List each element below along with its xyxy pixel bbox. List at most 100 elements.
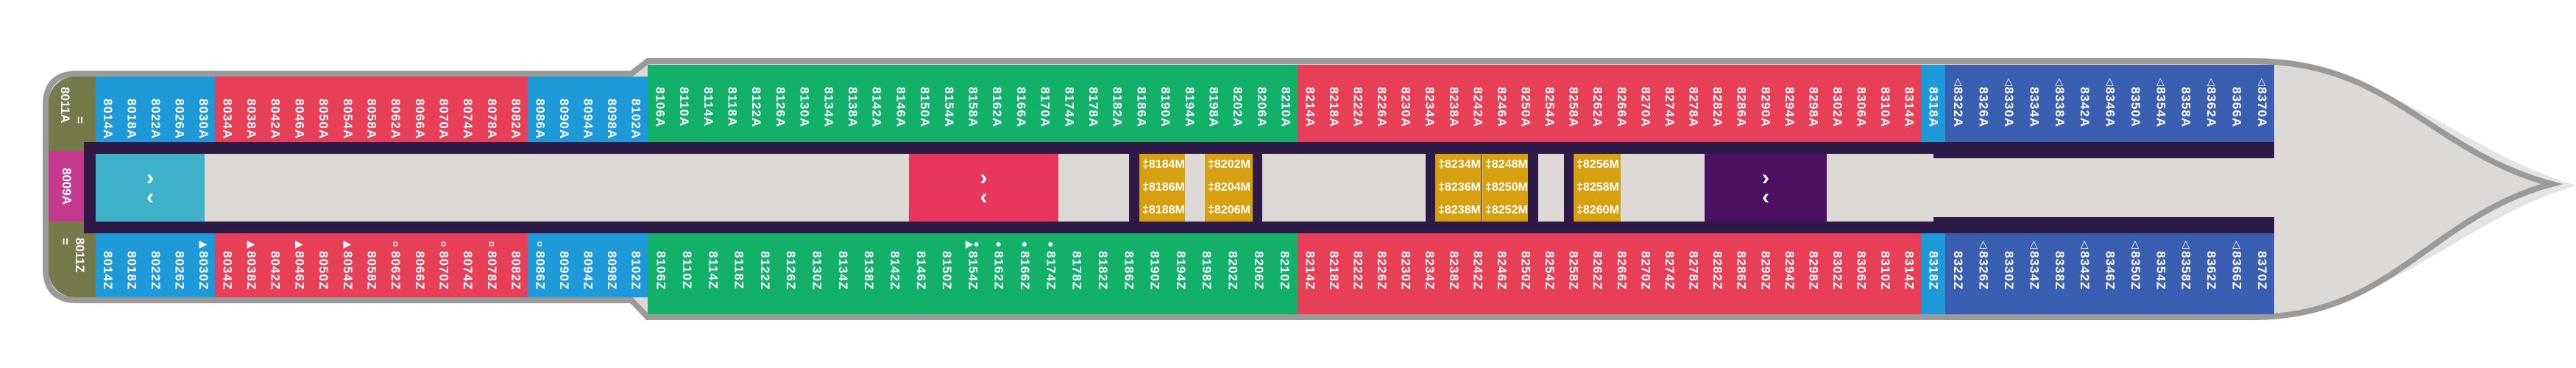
cabin-8262A[interactable]: 8262A <box>1585 65 1610 142</box>
cabin-8022A[interactable]: 8022A <box>144 77 167 142</box>
inside-cabin-block[interactable]: ‡8184M ‡8186M ‡8188M <box>1139 154 1185 222</box>
inside-cabin-block[interactable]: ‡8256M ‡8258M ‡8260M <box>1574 154 1621 222</box>
cabin-8082Z[interactable]: 8082Z <box>503 233 528 297</box>
cabin-8346Z[interactable]: 8346Z <box>2097 233 2122 314</box>
cabin-8310Z[interactable]: 8310Z <box>1873 233 1897 314</box>
cabin-8050A[interactable]: 8050A <box>311 77 336 142</box>
cabin-8114Z[interactable]: 8114Z <box>700 233 726 314</box>
cabin-8218Z[interactable]: 8218Z <box>1322 233 1346 314</box>
cabin-8242Z[interactable]: 8242Z <box>1465 233 1490 314</box>
cabin-8314A[interactable]: 8314A <box>1897 65 1921 142</box>
cabin-8226Z[interactable]: 8226Z <box>1370 233 1394 314</box>
cabin-8086A[interactable]: 8086A <box>528 77 552 142</box>
cabin-8118A[interactable]: 8118A <box>720 65 744 142</box>
cabin-8282A[interactable]: 8282A <box>1705 65 1730 142</box>
cabin-8230A[interactable]: 8230A <box>1393 65 1418 142</box>
cabin-8242A[interactable]: 8242A <box>1465 65 1490 142</box>
cabin-8082A[interactable]: 8082A <box>503 77 528 142</box>
cabin-8186Z[interactable]: 8186Z <box>1116 233 1142 314</box>
cabin-8210A[interactable]: 8210A <box>1273 65 1298 142</box>
cabin-8162A[interactable]: 8162A <box>985 65 1009 142</box>
cabin-8090A[interactable]: 8090A <box>552 77 576 142</box>
cabin-8106Z[interactable]: 8106Z <box>648 233 673 314</box>
cabin-8358A[interactable]: 8358A <box>2173 65 2198 142</box>
cabin-8102A[interactable]: 8102A <box>623 77 648 142</box>
cabin-8062A[interactable]: 8062A <box>383 77 408 142</box>
cabin-8294A[interactable]: 8294A <box>1777 65 1802 142</box>
cabin-8294Z[interactable]: 8294Z <box>1777 233 1802 314</box>
cabin-8286Z[interactable]: 8286Z <box>1729 233 1753 314</box>
cabin-8342A[interactable]: 8342A <box>2072 65 2097 142</box>
cabin-8298Z[interactable]: 8298Z <box>1801 233 1825 314</box>
cabin-8146A[interactable]: 8146A <box>888 65 913 142</box>
cabin-8058A[interactable]: 8058A <box>359 77 383 142</box>
cabin-8270A[interactable]: 8270A <box>1633 65 1657 142</box>
cabin-8202Z[interactable]: 8202Z <box>1220 233 1245 314</box>
cabin-8214A[interactable]: 8214A <box>1298 65 1322 142</box>
cabin-8078A[interactable]: 8078A <box>480 77 504 142</box>
cabin-8334Z[interactable]: △8334Z <box>2021 233 2046 314</box>
cabin-8110A[interactable]: 8110A <box>672 65 696 142</box>
cabin-8278A[interactable]: 8278A <box>1681 65 1705 142</box>
cabin-8358Z[interactable]: △8358Z <box>2173 233 2198 314</box>
cabin-8190Z[interactable]: 8190Z <box>1142 233 1167 314</box>
cabin-8102Z[interactable]: 8102Z <box>623 233 648 297</box>
cabin-8202A[interactable]: 8202A <box>1225 65 1250 142</box>
cabin-8346A[interactable]: △8346A <box>2097 65 2122 142</box>
cabin-8350Z[interactable]: △8350Z <box>2123 233 2148 314</box>
cabin-8054A[interactable]: 8054A <box>335 77 359 142</box>
cabin-8362Z[interactable]: 8362Z <box>2198 233 2223 314</box>
cabin-8018Z[interactable]: 8018Z <box>119 233 143 297</box>
cabin-8210Z[interactable]: 8210Z <box>1272 233 1298 314</box>
cabin-8122A[interactable]: 8122A <box>744 65 768 142</box>
cabin-8166Z[interactable]: ●8166Z <box>1011 233 1037 314</box>
cabin-8198Z[interactable]: 8198Z <box>1194 233 1220 314</box>
cabin-8190A[interactable]: 8190A <box>1153 65 1178 142</box>
cabin-8302A[interactable]: 8302A <box>1825 65 1850 142</box>
cabin-8298A[interactable]: 8298A <box>1801 65 1825 142</box>
cabin-8126A[interactable]: 8126A <box>768 65 793 142</box>
cabin-8070A[interactable]: 8070A <box>431 77 456 142</box>
cabin-8366A[interactable]: 8366A <box>2223 65 2248 142</box>
cabin-8146Z[interactable]: 8146Z <box>907 233 933 314</box>
inside-cabin-block[interactable]: ‡8234M ‡8236M ‡8238M <box>1435 154 1482 222</box>
suite-8009A[interactable]: 8009A <box>49 151 84 222</box>
cabin-8134Z[interactable]: 8134Z <box>829 233 855 314</box>
cabin-8350A[interactable]: 8350A <box>2123 65 2148 142</box>
cabin-8318Z[interactable]: 8318Z <box>1921 233 1945 314</box>
cabin-8174Z[interactable]: ●8174Z <box>1038 233 1064 314</box>
cabin-8290A[interactable]: 8290A <box>1753 65 1777 142</box>
cabin-8330Z[interactable]: 8330Z <box>1996 233 2021 314</box>
cabin-8042A[interactable]: 8042A <box>263 77 287 142</box>
cabin-8150Z[interactable]: 8150Z <box>933 233 959 314</box>
cabin-8226A[interactable]: 8226A <box>1370 65 1394 142</box>
cabin-8246A[interactable]: 8246A <box>1490 65 1514 142</box>
cabin-8130Z[interactable]: 8130Z <box>804 233 829 314</box>
cabin-8086Z[interactable]: ¤8086Z <box>528 233 552 297</box>
cabin-8222Z[interactable]: 8222Z <box>1345 233 1370 314</box>
cabin-8322Z[interactable]: 8322Z <box>1945 233 1970 314</box>
cabin-8194A[interactable]: 8194A <box>1177 65 1201 142</box>
cabin-8026A[interactable]: 8026A <box>167 77 191 142</box>
cabin-8370Z[interactable]: 8370Z <box>2249 233 2274 314</box>
cabin-8142Z[interactable]: 8142Z <box>882 233 907 314</box>
cabin-8098Z[interactable]: 8098Z <box>600 233 624 297</box>
cabin-8194Z[interactable]: 8194Z <box>1167 233 1193 314</box>
cabin-8326A[interactable]: 8326A <box>1970 65 1995 142</box>
cabin-8258Z[interactable]: 8258Z <box>1561 233 1585 314</box>
cabin-8254Z[interactable]: 8254Z <box>1538 233 1562 314</box>
cabin-8342Z[interactable]: △8342Z <box>2072 233 2097 314</box>
cabin-8130A[interactable]: 8130A <box>792 65 816 142</box>
cabin-8182A[interactable]: 8182A <box>1105 65 1129 142</box>
cabin-8030A[interactable]: 8030A <box>191 77 215 142</box>
cabin-8354Z[interactable]: 8354Z <box>2148 233 2173 314</box>
cabin-8246Z[interactable]: 8246Z <box>1490 233 1514 314</box>
cabin-8338Z[interactable]: 8338Z <box>2047 233 2072 314</box>
cabin-8318A[interactable]: 8318A <box>1921 65 1945 142</box>
cabin-8114A[interactable]: 8114A <box>696 65 720 142</box>
cabin-8038Z[interactable]: ▶8038Z <box>239 233 263 297</box>
cabin-8138A[interactable]: 8138A <box>841 65 865 142</box>
cabin-8286A[interactable]: 8286A <box>1729 65 1753 142</box>
cabin-8222A[interactable]: 8222A <box>1345 65 1370 142</box>
cabin-8174A[interactable]: 8174A <box>1057 65 1081 142</box>
